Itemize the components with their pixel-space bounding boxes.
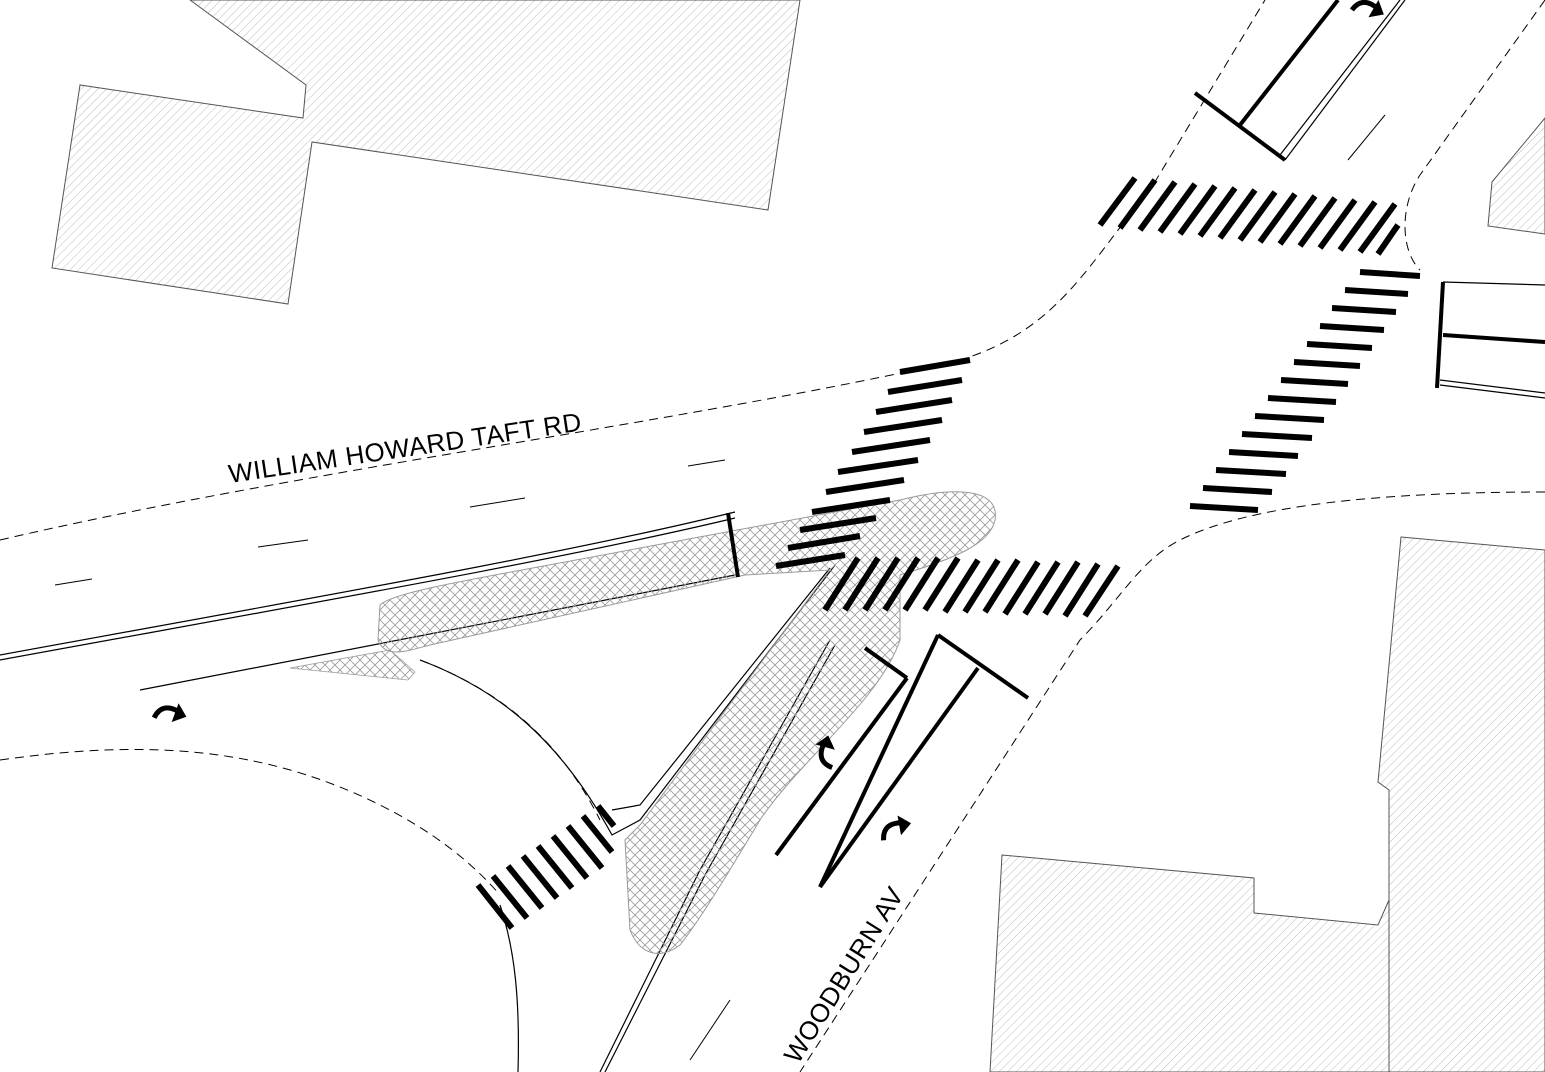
- buildings: [51, 0, 1545, 1072]
- crosswalk-north: [1097, 176, 1401, 256]
- taft-rd-south-edge-east: [799, 491, 1545, 1072]
- street-label-woodburn: WOODBURN AV: [778, 881, 910, 1068]
- crosswalk-south: [822, 556, 1121, 618]
- street-label-taft: WILLIAM HOWARD TAFT RD: [226, 407, 583, 489]
- lane-lines: [54, 114, 1386, 1061]
- turn-arrow-icon: [154, 697, 190, 728]
- slip-lane-south-edge: [0, 748, 501, 896]
- crosswalk-east: [1189, 269, 1421, 513]
- building-northwest: [51, 0, 801, 305]
- slip-lane-curve: [419, 659, 601, 821]
- building-northeast: [1487, 117, 1545, 235]
- stop-bars: [726, 0, 1545, 889]
- crosswalk-slip-lane: [475, 804, 617, 930]
- building-southeast: [989, 854, 1390, 1072]
- crosswalk-taft-west: [775, 357, 971, 569]
- turn-arrow-icon: [880, 813, 913, 840]
- curb-extension-corner: [289, 649, 416, 681]
- curb-extension: [377, 491, 996, 954]
- taft-rd-north-edge: [0, 0, 1266, 541]
- building-southeast-upper: [1377, 536, 1545, 1072]
- woodburn-east-edge-north: [1404, 0, 1545, 271]
